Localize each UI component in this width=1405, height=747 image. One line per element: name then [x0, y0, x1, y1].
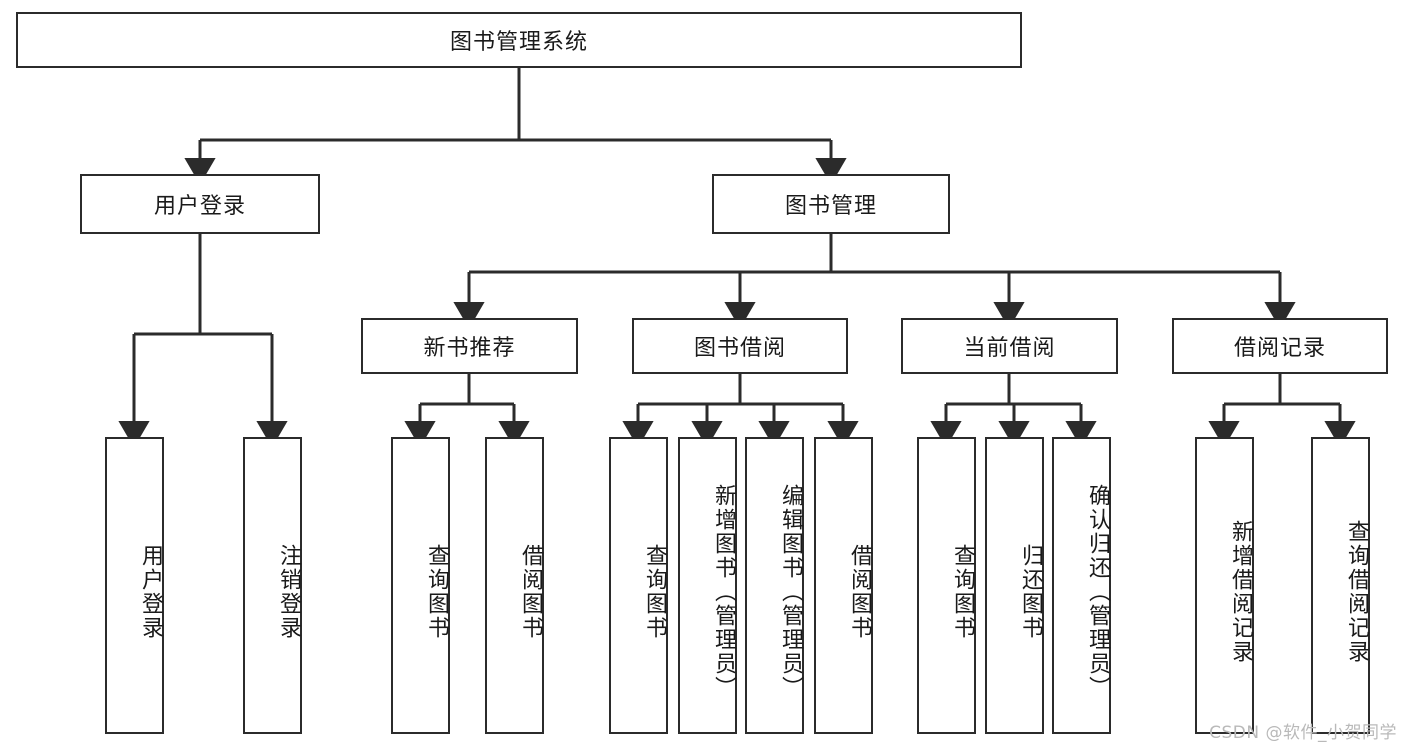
node-leaf-add-book[interactable]: 新增图书（管理员）: [678, 437, 737, 734]
node-label: 借阅记录: [1233, 336, 1326, 361]
node-label: 查询图书: [642, 543, 667, 640]
node-label: 用户登录: [153, 194, 246, 219]
node-label: 图书管理: [784, 194, 877, 219]
book-manage-to-level3-connectors: [453, 234, 1296, 329]
node-leaf-confirm-return[interactable]: 确认归还（管理员）: [1052, 437, 1111, 734]
node-current-borrow[interactable]: 当前借阅: [901, 318, 1118, 374]
node-book-borrow[interactable]: 图书借阅: [632, 318, 848, 374]
node-leaf-return-book[interactable]: 归还图书: [985, 437, 1044, 734]
node-label: 注销登录: [276, 543, 301, 640]
node-label: 查询图书: [950, 543, 975, 640]
node-label: 图书借阅: [693, 336, 786, 361]
node-leaf-borrow-book-1[interactable]: 借阅图书: [485, 437, 544, 734]
node-root-system[interactable]: 图书管理系统: [16, 12, 1022, 68]
node-new-book-recommend[interactable]: 新书推荐: [361, 318, 578, 374]
node-label: 查询借阅记录: [1344, 519, 1369, 664]
node-label: 图书管理系统: [449, 30, 588, 55]
node-label: 查询图书: [424, 543, 449, 640]
node-leaf-logout-login[interactable]: 注销登录: [243, 437, 302, 734]
node-leaf-query-book-2[interactable]: 查询图书: [609, 437, 668, 734]
node-book-manage[interactable]: 图书管理: [712, 174, 950, 234]
node-label: 新增图书（管理员）: [711, 483, 736, 700]
node-borrow-record[interactable]: 借阅记录: [1172, 318, 1388, 374]
node-leaf-borrow-book-2[interactable]: 借阅图书: [814, 437, 873, 734]
current-borrow-to-leaves-connectors: [930, 374, 1097, 448]
node-leaf-query-record[interactable]: 查询借阅记录: [1311, 437, 1370, 734]
node-leaf-user-login[interactable]: 用户登录: [105, 437, 164, 734]
node-label: 当前借阅: [963, 336, 1056, 361]
node-leaf-edit-book[interactable]: 编辑图书（管理员）: [745, 437, 804, 734]
node-label: 新增借阅记录: [1228, 519, 1253, 664]
node-label: 借阅图书: [518, 543, 543, 640]
user-login-to-leaves-connectors: [118, 234, 288, 448]
node-user-login[interactable]: 用户登录: [80, 174, 320, 234]
book-borrow-to-leaves-connectors: [622, 374, 859, 448]
node-leaf-query-book-1[interactable]: 查询图书: [391, 437, 450, 734]
node-label: 用户登录: [138, 543, 163, 640]
new-book-recommend-to-leaves-connectors: [404, 374, 530, 448]
borrow-record-to-leaves-connectors: [1208, 374, 1356, 448]
node-leaf-add-record[interactable]: 新增借阅记录: [1195, 437, 1254, 734]
node-label: 归还图书: [1018, 543, 1043, 640]
node-label: 借阅图书: [847, 543, 872, 640]
node-label: 确认归还（管理员）: [1085, 483, 1110, 700]
node-label: 编辑图书（管理员）: [778, 483, 803, 700]
root-to-level2-connectors: [184, 68, 847, 185]
node-leaf-query-book-3[interactable]: 查询图书: [917, 437, 976, 734]
node-label: 新书推荐: [423, 336, 516, 361]
